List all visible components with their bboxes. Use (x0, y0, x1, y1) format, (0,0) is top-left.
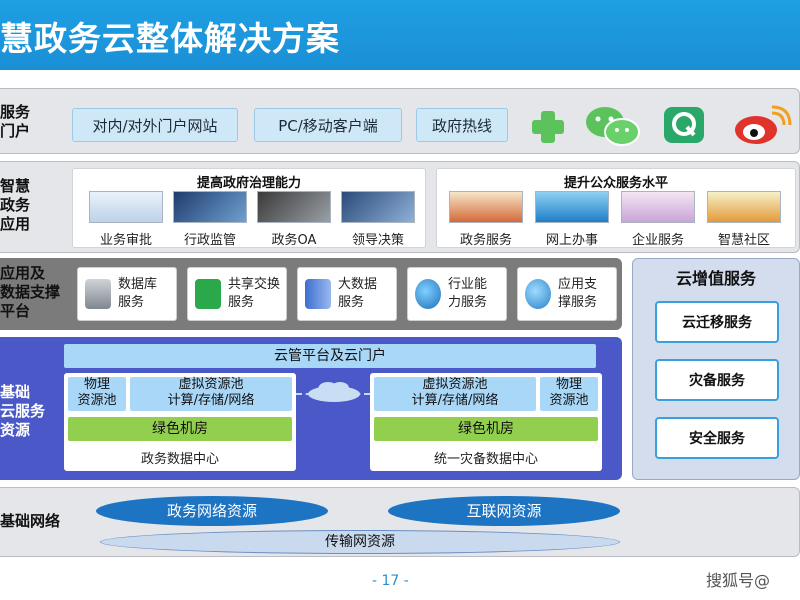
disaster-recovery-button[interactable]: 灾备服务 (655, 359, 779, 401)
svc-exchange[interactable]: 共享交换 服务 (187, 267, 287, 321)
row-label-support: 应用及 数据支撑 平台 (0, 264, 61, 320)
thumb-enterprise (621, 191, 695, 223)
database-icon (85, 279, 111, 309)
virtual-pool-right[interactable]: 虚拟资源池 计算/存储/网络 (374, 377, 536, 411)
thumb-gov-service (449, 191, 523, 223)
svc-industry[interactable]: 行业能 力服务 (407, 267, 507, 321)
app-online[interactable]: 网上办事 (545, 233, 598, 248)
datacenter-backup: 虚拟资源池 计算/存储/网络 物理 资源池 绿色机房 统一灾备数据中心 (370, 373, 602, 471)
globe-icon (415, 279, 441, 309)
title-bar: 慧政务云整体解决方案 (0, 0, 800, 70)
panel-heading-governance: 提高政府治理能力 (196, 176, 301, 191)
datacenter-gov-label: 政务数据中心 (140, 452, 219, 467)
svc-bigdata-label: 大数据 服务 (338, 277, 378, 310)
svc-bigdata[interactable]: 大数据 服务 (297, 267, 397, 321)
bigdata-icon (305, 279, 331, 309)
transport-network[interactable]: 传输网资源 (100, 530, 620, 554)
svc-app-support-label: 应用支 撑服务 (558, 277, 598, 310)
weibo-icon[interactable] (732, 105, 792, 147)
green-room-right[interactable]: 绿色机房 (374, 417, 598, 441)
svc-exchange-label: 共享交换 服务 (228, 277, 281, 310)
watermark: 搜狐号@ (706, 571, 771, 590)
thumb-approval (89, 191, 163, 223)
gov-network-cloud[interactable]: 政务网络资源 (96, 496, 328, 526)
datacenter-backup-label: 统一灾备数据中心 (433, 452, 538, 467)
row-basic-network: 基础网络 政务网络资源 互联网资源 传输网资源 (0, 487, 800, 557)
plus-icon[interactable] (528, 107, 568, 147)
row-label-infra: 基础 云服务 资源 (0, 383, 46, 439)
app-community[interactable]: 智慧社区 (717, 233, 770, 248)
row-label-apps: 智慧 政务 应用 (0, 177, 31, 233)
green-room-left[interactable]: 绿色机房 (68, 417, 292, 441)
thumb-online (535, 191, 609, 223)
page-title: 慧政务云整体解决方案 (0, 19, 340, 58)
row-smart-apps: 智慧 政务 应用 提高政府治理能力 业务审批 行政监管 政务OA 领导决策 提升… (0, 161, 800, 253)
q-app-icon[interactable] (662, 105, 706, 145)
app-supervision[interactable]: 行政监管 (183, 233, 236, 248)
value-added-heading: 云增值服务 (675, 269, 756, 288)
app-gov-service[interactable]: 政务服务 (459, 233, 512, 248)
value-added-panel: 云增值服务 云迁移服务 灾备服务 安全服务 (632, 258, 800, 480)
physical-pool-left[interactable]: 物理 资源池 (68, 377, 126, 411)
row-infra-cloud: 基础 云服务 资源 云管平台及云门户 物理 资源池 虚拟资源池 计算/存储/网络… (0, 337, 622, 480)
physical-pool-right[interactable]: 物理 资源池 (540, 377, 598, 411)
panel-heading-public-service: 提升公众服务水平 (563, 176, 668, 191)
datacenter-gov: 物理 资源池 虚拟资源池 计算/存储/网络 绿色机房 政务数据中心 (64, 373, 296, 471)
thumb-oa (257, 191, 331, 223)
panel-governance: 提高政府治理能力 业务审批 行政监管 政务OA 领导决策 (72, 168, 426, 248)
thumb-decision (341, 191, 415, 223)
portal-hotline-button[interactable]: 政府热线 (416, 108, 508, 142)
svc-database[interactable]: 数据库 服务 (77, 267, 177, 321)
app-enterprise[interactable]: 企业服务 (631, 233, 684, 248)
security-service-button[interactable]: 安全服务 (655, 417, 779, 459)
svc-industry-label: 行业能 力服务 (448, 277, 488, 310)
cloud-icon (308, 382, 360, 402)
app-support-icon (525, 279, 551, 309)
svc-database-label: 数据库 服务 (118, 277, 158, 310)
row-label-portal: 服务 门户 (0, 103, 31, 140)
cloud-portal-bar[interactable]: 云管平台及云门户 (64, 344, 596, 368)
internet-cloud[interactable]: 互联网资源 (388, 496, 620, 526)
exchange-icon (195, 279, 221, 309)
app-oa[interactable]: 政务OA (271, 233, 317, 248)
virtual-pool-left[interactable]: 虚拟资源池 计算/存储/网络 (130, 377, 292, 411)
panel-public-service: 提升公众服务水平 政务服务 网上办事 企业服务 智慧社区 (436, 168, 796, 248)
svc-app-support[interactable]: 应用支 撑服务 (517, 267, 617, 321)
app-decision[interactable]: 领导决策 (351, 233, 404, 248)
cloud-migration-button[interactable]: 云迁移服务 (655, 301, 779, 343)
row-support-platform: 应用及 数据支撑 平台 数据库 服务 共享交换 服务 大数据 服务 行业能 力服… (0, 258, 622, 330)
portal-website-button[interactable]: 对内/对外门户网站 (72, 108, 238, 142)
row-service-portal: 服务 门户 对内/对外门户网站 PC/移动客户端 政府热线 (0, 88, 800, 154)
wechat-icon[interactable] (583, 105, 643, 147)
portal-client-button[interactable]: PC/移动客户端 (254, 108, 402, 142)
app-approval[interactable]: 业务审批 (99, 233, 152, 248)
page-number: - 17 - (372, 573, 409, 589)
thumb-community (707, 191, 781, 223)
thumb-supervision (173, 191, 247, 223)
row-label-network: 基础网络 (0, 512, 61, 530)
